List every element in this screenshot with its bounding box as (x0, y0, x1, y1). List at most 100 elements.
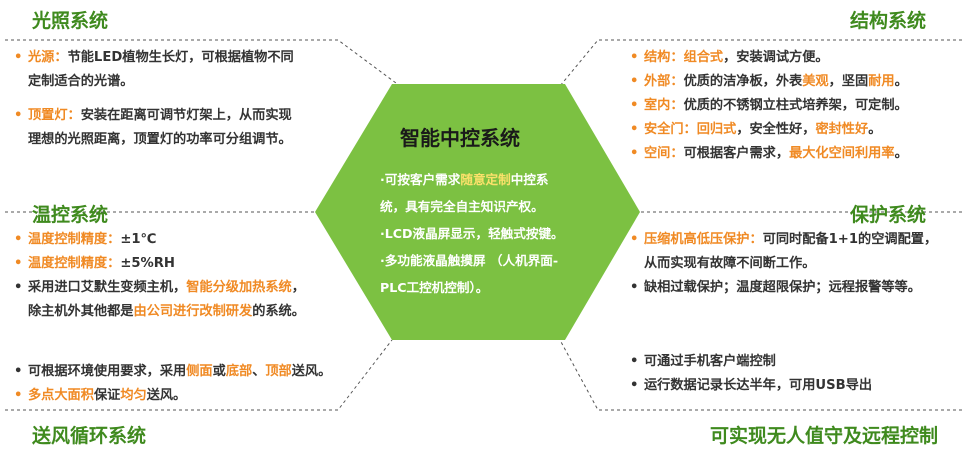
center-text-line: ·可按客户需求随意定制中控系 (380, 166, 625, 193)
highlight-text: 耐用 (868, 74, 895, 89)
highlight-text: 最大化空间利用率 (789, 146, 895, 161)
list-item-line: •可通过手机客户端控制 (630, 350, 872, 374)
body-text: 送风。 (146, 388, 187, 403)
list-item: • 可根据环境使用要求，采用侧面或底部、顶部送风。 (14, 360, 331, 384)
highlight-text: 美观 (802, 74, 829, 89)
body-text: 可通过手机客户端控制 (644, 354, 776, 369)
body-text: 可根据环境使用要求，采用 (28, 364, 187, 379)
bullet-icon: • (14, 50, 23, 65)
list-item: • 结构：组合式，安装调试方便。 (630, 46, 908, 70)
body-text: ，安全性好， (736, 122, 816, 137)
highlight-text: 组合式 (683, 50, 724, 65)
highlight-text: 由公司进行改制研发 (133, 304, 253, 319)
air-system-list: •可根据环境使用要求，采用侧面或底部、顶部送风。•多点大面积保证均匀送风。 (14, 360, 331, 408)
list-item-line: • 室内：优质的不锈钢立柱式培养架，可定制。 (630, 94, 908, 118)
body-text: 。 (894, 146, 908, 161)
highlight-text: 智能分级加热系统 (186, 280, 292, 295)
body-text: 的系统。 (252, 304, 305, 319)
highlight-text: 密封性好 (815, 122, 869, 137)
body-text: 运行数据记录长达半年，可用USB导出 (644, 378, 873, 393)
list-item: •顶置灯：安装在距离可调节灯架上，从而实现理想的光照距离，顶置灯的功率可分组调节… (14, 104, 294, 152)
body-text: 优质的洁净板，外表 (683, 74, 803, 89)
body-text: 安装在距离可调节灯架上，从而实现 (80, 108, 292, 123)
bullet-icon: • (14, 256, 23, 271)
highlight-text: 多点大面积 (28, 388, 94, 403)
list-item-line: •外部：优质的洁净板，外表美观，坚固耐用。 (630, 70, 908, 94)
body-text: ·多功能液晶触摸屏 （人机界面- (380, 253, 559, 268)
list-item-line: 从而实现有故障不间断工作。 (630, 252, 937, 276)
highlight-text: 均匀 (120, 388, 147, 403)
body-text: 、 (252, 364, 266, 379)
list-item: • 温度控制精度：±5%RH (14, 252, 305, 276)
connector-remote (559, 339, 962, 411)
highlight-text: 光源： (28, 50, 68, 65)
list-item-line: 除主机外其他都是由公司进行改制研发的系统。 (14, 300, 305, 324)
bullet-icon: • (630, 98, 639, 113)
highlight-text: 底部 (225, 364, 253, 379)
list-item-line: •缺相过载保护；温度超限保护；远程报警等等。 (630, 276, 937, 300)
bullet-icon: • (630, 378, 639, 393)
bullet-icon: • (14, 364, 23, 379)
highlight-text: 室内： (644, 98, 684, 113)
highlight-text: 顶置灯： (28, 108, 81, 123)
body-text: 中控系 (510, 172, 549, 187)
bullet-icon: • (630, 146, 639, 161)
center-text: ·可按客户需求随意定制中控系统，具有完全自主知识产权。 ·LCD液晶屏显示，轻触式… (380, 166, 625, 301)
bullet-icon: • (630, 232, 639, 247)
center-text-line: ·多功能液晶触摸屏 （人机界面- (380, 247, 625, 274)
highlight-text: 结构： (644, 50, 684, 65)
connector-air (5, 339, 393, 411)
temp-system-list: •温度控制精度：±1℃•温度控制精度：±5%RH•采用进口艾默生变频主机，智能分… (14, 228, 305, 324)
list-item: •多点大面积保证均匀送风。 (14, 384, 331, 408)
protect-system-list: • 压缩机高低压保护：可同时配备1+1的空调配置， 从而实现有故障不间断工作。 •缺相… (630, 228, 937, 300)
body-text: ·LCD液晶屏显示，轻触式按键。 (380, 226, 564, 241)
body-text: 可同时配备1+1的空调配置， (762, 232, 938, 247)
center-hexagon (315, 84, 640, 340)
body-text: ， (291, 280, 305, 295)
body-text: 优质的不锈钢立柱式培养架，可定制。 (683, 98, 908, 113)
list-item-line: • 空间：可根据客户需求，最大化空间利用率。 (630, 142, 908, 166)
list-item: •采用进口艾默生变频主机，智能分级加热系统，除主机外其他都是由公司进行改制研发的… (14, 276, 305, 324)
highlight-text: 压缩机高低压保护： (644, 232, 763, 247)
list-item: •安全门：回归式，安全性好，密封性好。 (630, 118, 908, 142)
air-system-title: 送风循环系统 (32, 425, 147, 447)
body-text: 送风。 (291, 364, 332, 379)
remote-control-list: •可通过手机客户端控制 • 运行数据记录长达半年，可用USB导出 (630, 350, 872, 398)
list-item-line: •顶置灯：安装在距离可调节灯架上，从而实现 (14, 104, 294, 128)
list-item: •缺相过载保护；温度超限保护；远程报警等等。 (630, 276, 937, 300)
connector-structure (559, 39, 962, 87)
body-text: 采用进口艾默生变频主机， (28, 280, 187, 295)
body-text: 可根据客户需求， (683, 146, 790, 161)
body-text: ，安装调试方便。 (723, 50, 829, 65)
list-item: •外部：优质的洁净板，外表美观，坚固耐用。 (630, 70, 908, 94)
body-text: 统，具有完全自主知识产权。 (380, 199, 544, 214)
bullet-icon: • (630, 74, 639, 89)
highlight-text: 空间： (644, 146, 684, 161)
highlight-text: 温度控制精度： (28, 256, 121, 271)
body-text: ，坚固 (828, 74, 869, 89)
body-text: PLC工控机控制）。 (380, 280, 489, 295)
list-item-line: • 可根据环境使用要求，采用侧面或底部、顶部送风。 (14, 360, 331, 384)
light-system-title: 光照系统 (32, 10, 109, 32)
bullet-icon: • (630, 122, 639, 137)
highlight-text: 回归式 (696, 122, 737, 137)
list-item-line: 理想的光照距离，顶置灯的功率可分组调节。 (14, 128, 294, 152)
list-item: • 运行数据记录长达半年，可用USB导出 (630, 374, 872, 398)
highlight-text: 随意定制 (460, 172, 511, 187)
center-title: 智能中控系统 (400, 126, 520, 150)
body-text: ±5%RH (120, 256, 175, 271)
highlight-text: 安全门： (644, 122, 697, 137)
highlight-text: 侧面 (186, 364, 213, 379)
bullet-icon: • (14, 388, 23, 403)
remote-control-title: 可实现无人值守及远程控制 (709, 425, 938, 447)
body-text: 或 (212, 364, 226, 379)
body-text: 定制适合的光谱。 (28, 74, 134, 89)
highlight-text: 顶部 (265, 364, 292, 379)
center-text-line: PLC工控机控制）。 (380, 274, 625, 301)
body-text: 从而实现有故障不间断工作。 (644, 256, 816, 271)
list-item-line: 定制适合的光谱。 (14, 70, 294, 94)
list-item: •光源：节能LED植物生长灯，可根据植物不同定制适合的光谱。 (14, 46, 294, 94)
bullet-icon: • (630, 50, 639, 65)
light-system-list: •光源：节能LED植物生长灯，可根据植物不同定制适合的光谱。•顶置灯：安装在距离… (14, 46, 294, 152)
